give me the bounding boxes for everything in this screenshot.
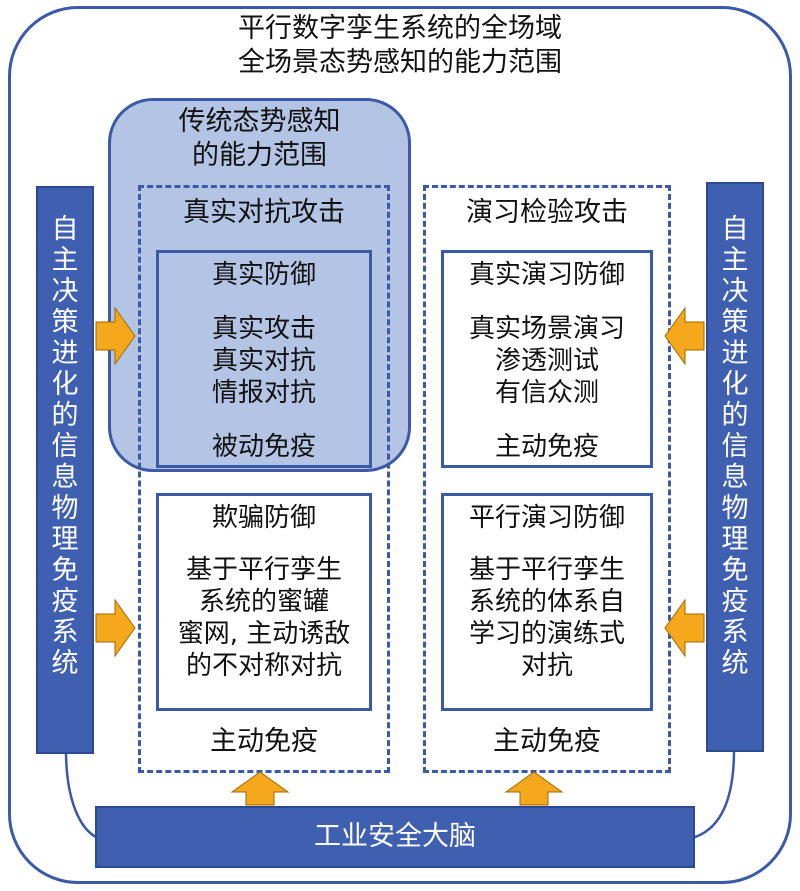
- real-defense-title: 真实防御: [211, 260, 316, 290]
- parallel-drill-defense-line: 系统的体系自: [468, 587, 625, 617]
- active-immunity-label-right: 主动免疫: [493, 726, 601, 757]
- arrow-up-icon: [230, 771, 290, 806]
- side-bar-char: 免: [51, 555, 79, 586]
- side-bar-char: 理: [721, 524, 749, 555]
- side-bar-char: 疫: [721, 586, 749, 617]
- side-bar-char: 理: [51, 524, 79, 555]
- arrow-up-icon: [504, 771, 564, 806]
- parallel-drill-defense-title: 平行演习防御: [468, 503, 625, 533]
- side-bar-char: 信: [721, 431, 749, 462]
- active-immunity-label-inner: 主动免疫: [494, 432, 599, 462]
- parallel-drill-defense-line: 基于平行孪生: [468, 555, 625, 585]
- deception-defense-title: 欺骗防御: [211, 503, 316, 533]
- arrow-left-icon: [664, 598, 705, 658]
- real-drill-defense-item: 真实场景演习: [468, 314, 625, 344]
- drill-attack-column: [423, 185, 671, 773]
- side-bar-char: 策: [721, 307, 749, 338]
- deception-defense-line: 基于平行孪生: [185, 555, 342, 585]
- side-bar-char: 自: [51, 214, 79, 245]
- side-bar-char: 系: [51, 617, 79, 648]
- arrow-right-icon: [95, 598, 136, 658]
- side-bar-char: 息: [721, 462, 749, 493]
- real-drill-defense-item: 渗透测试: [494, 346, 599, 376]
- side-bar-char: 化: [51, 369, 79, 400]
- deception-defense-line: 蜜网, 主动诱敌: [177, 619, 351, 649]
- side-bar-char: 统: [721, 648, 749, 679]
- parallel-drill-defense-line: 对抗: [520, 651, 573, 681]
- left-immunity-system-bar: 自主决策进化的信息物理免疫系统: [36, 186, 94, 754]
- side-bar-char: 主: [721, 245, 749, 276]
- arrow-right-icon: [95, 306, 136, 366]
- side-bar-char: 物: [721, 493, 749, 524]
- side-bar-char: 的: [721, 400, 749, 431]
- outer-scope-frame: [8, 6, 792, 884]
- parallel-drill-defense-line: 学习的演练式: [468, 619, 625, 649]
- parallel-drill-defense-box: 平行演习防御 基于平行孪生 系统的体系自 学习的演练式 对抗: [441, 493, 653, 711]
- right-immunity-system-bar: 自主决策进化的信息物理免疫系统: [706, 182, 764, 752]
- real-defense-box: 真实防御 真实攻击 真实对抗 情报对抗 被动免疫: [156, 250, 372, 468]
- side-bar-char: 决: [721, 276, 749, 307]
- industrial-security-brain-bar: 工业安全大脑: [95, 806, 695, 868]
- side-bar-char: 自: [721, 214, 749, 245]
- deception-defense-box: 欺骗防御 基于平行孪生 系统的蜜罐 蜜网, 主动诱敌 的不对称对抗: [156, 493, 372, 711]
- real-defense-item: 情报对抗: [211, 378, 316, 408]
- passive-immunity-label: 被动免疫: [211, 432, 316, 462]
- arrow-left-icon: [664, 306, 705, 366]
- real-defense-item: 真实对抗: [211, 346, 316, 376]
- active-immunity-label-left: 主动免疫: [210, 726, 318, 757]
- side-bar-char: 策: [51, 307, 79, 338]
- side-bar-char: 信: [51, 431, 79, 462]
- side-bar-char: 息: [51, 462, 79, 493]
- side-bar-char: 决: [51, 276, 79, 307]
- traditional-scope-title-line-1: 传统态势感知: [178, 106, 341, 137]
- deception-defense-line: 的不对称对抗: [185, 651, 342, 681]
- side-bar-char: 进: [51, 338, 79, 369]
- side-bar-char: 统: [51, 648, 79, 679]
- left-connector-line: [64, 749, 99, 840]
- side-bar-char: 免: [721, 555, 749, 586]
- real-attack-column: [138, 185, 390, 773]
- left-immunity-system-label: 自主决策进化的信息物理免疫系统: [38, 214, 92, 679]
- diagram-title-line-1: 平行数字孪生系统的全场域: [238, 13, 562, 44]
- real-drill-defense-item: 有信众测: [494, 378, 599, 408]
- real-attack-column-title: 真实对抗攻击: [183, 197, 345, 228]
- right-connector-line: [691, 749, 736, 840]
- deception-defense-line: 系统的蜜罐: [198, 587, 329, 617]
- diagram-title-line-2: 全场景态势感知的能力范围: [238, 47, 562, 78]
- side-bar-char: 进: [721, 338, 749, 369]
- real-drill-defense-box: 真实演习防御 真实场景演习 渗透测试 有信众测 主动免疫: [441, 250, 653, 468]
- side-bar-char: 化: [721, 369, 749, 400]
- right-immunity-system-label: 自主决策进化的信息物理免疫系统: [708, 214, 762, 679]
- side-bar-char: 系: [721, 617, 749, 648]
- side-bar-char: 疫: [51, 586, 79, 617]
- traditional-scope-title-line-2: 的能力范围: [192, 140, 327, 171]
- side-bar-char: 物: [51, 493, 79, 524]
- side-bar-char: 主: [51, 245, 79, 276]
- real-defense-item: 真实攻击: [211, 314, 316, 344]
- drill-attack-column-title: 演习检验攻击: [466, 197, 628, 228]
- side-bar-char: 的: [51, 400, 79, 431]
- real-drill-defense-title: 真实演习防御: [468, 260, 625, 290]
